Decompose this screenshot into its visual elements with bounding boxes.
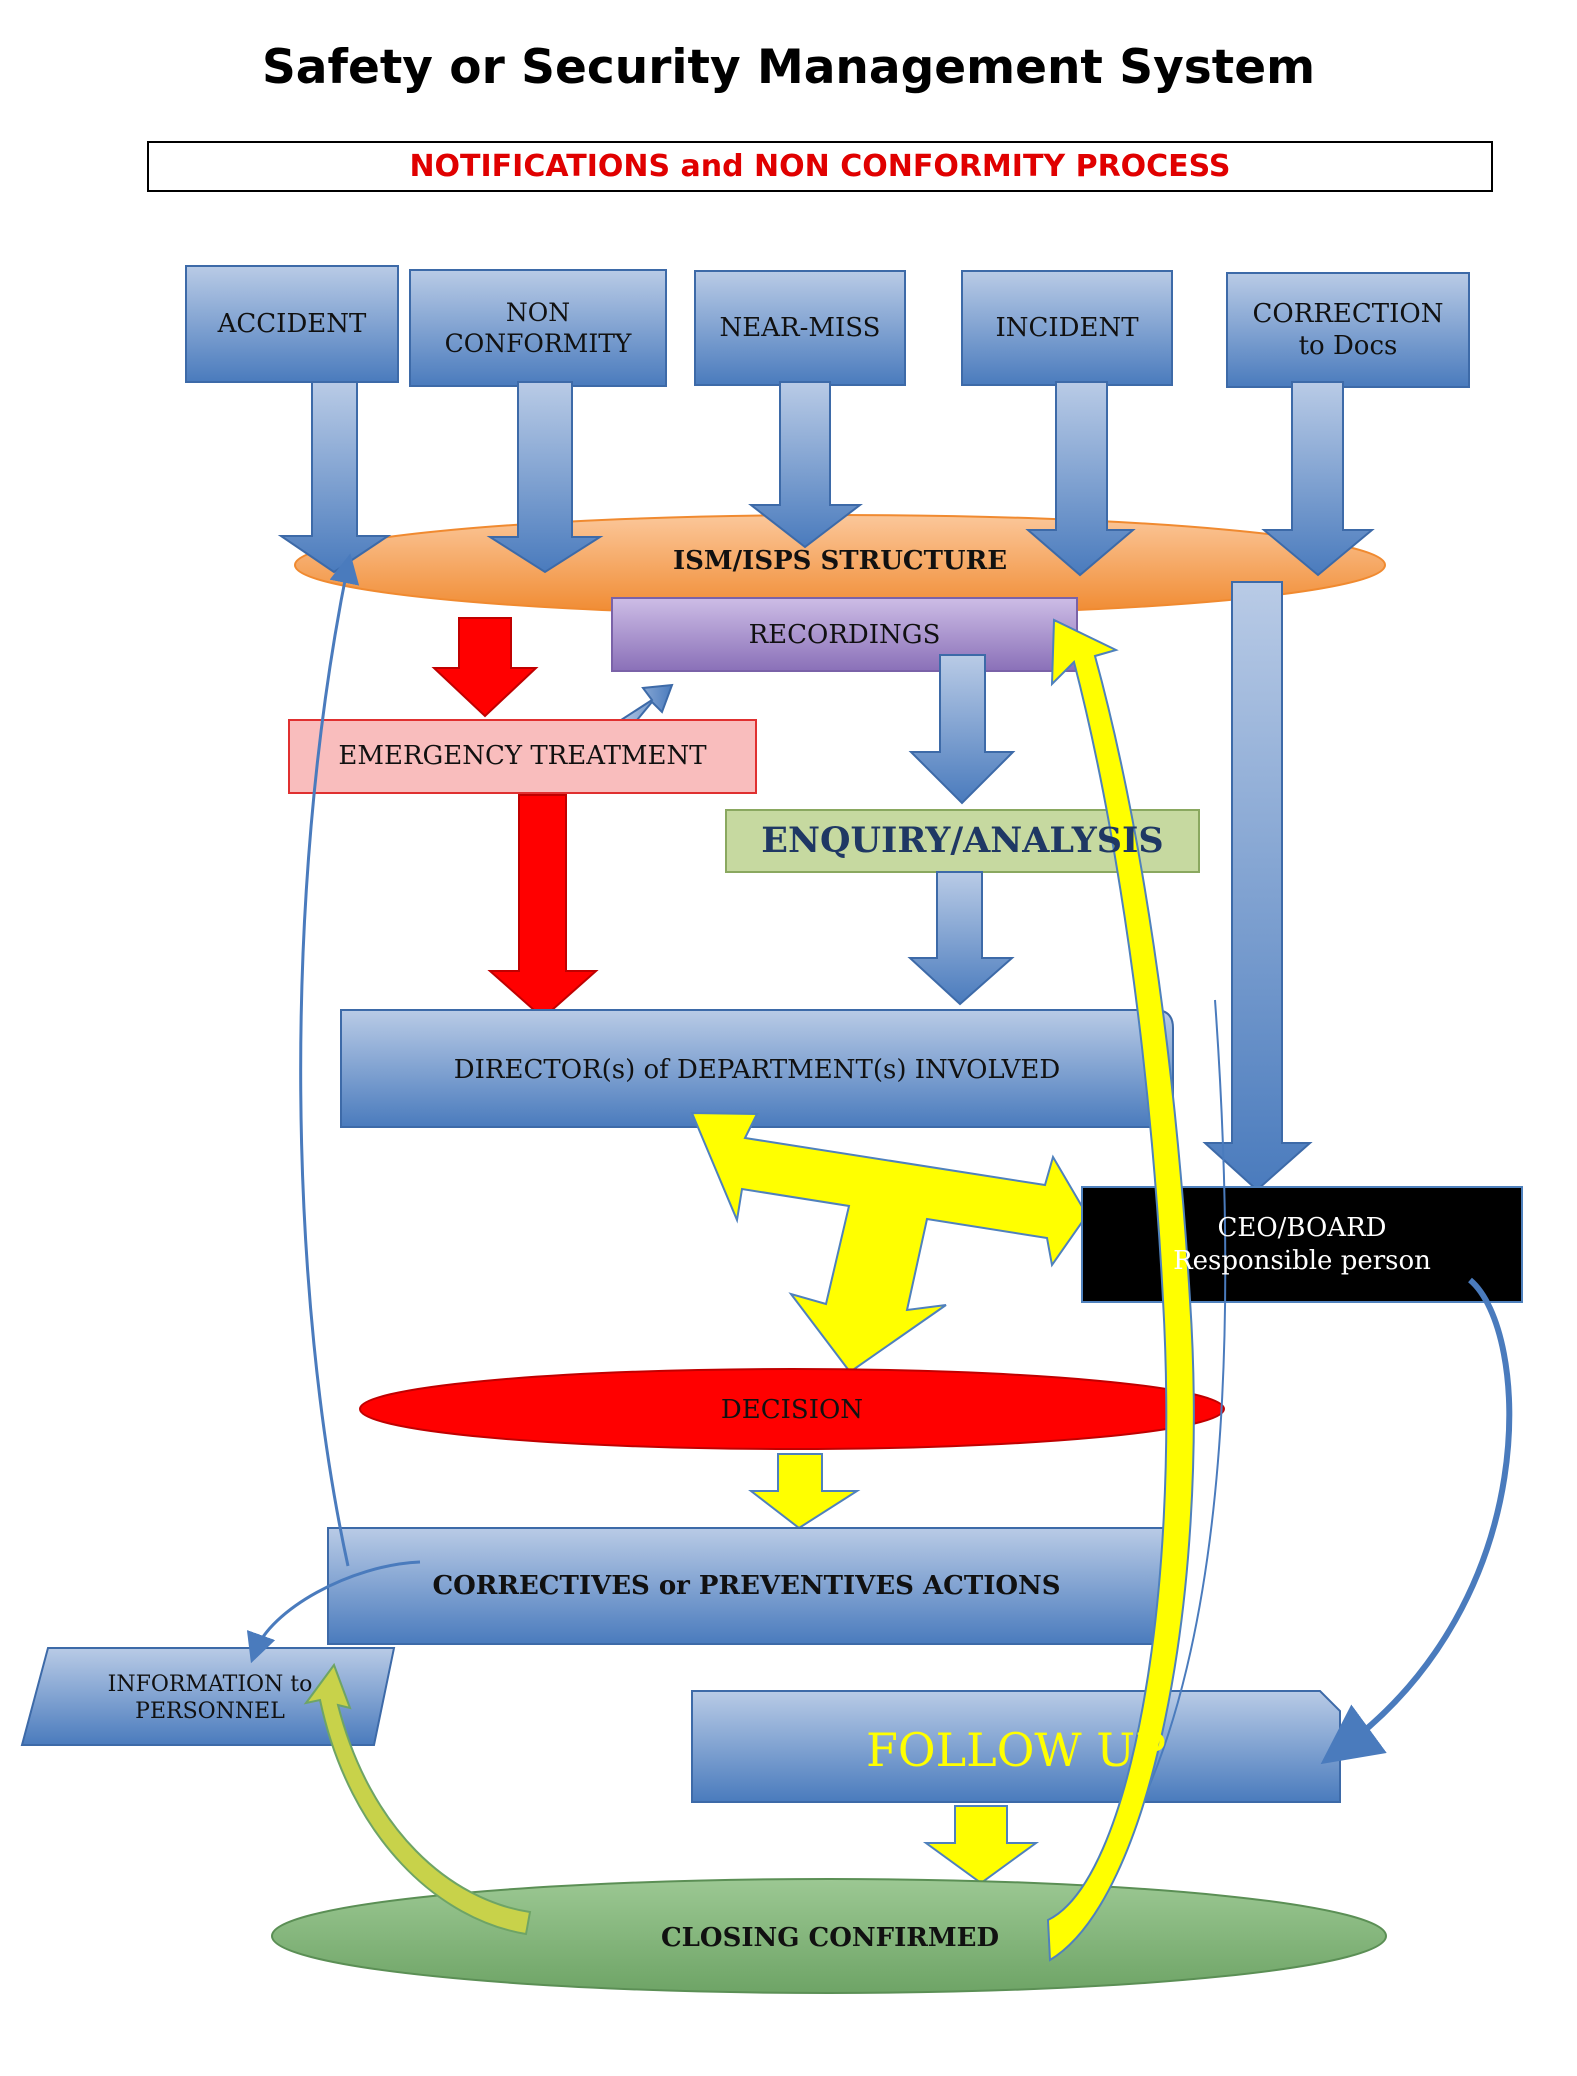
yellow-three-way-arrow [690,1111,1089,1374]
actions-box [327,1527,1166,1645]
closing-label: CLOSING CONFIRMED [660,1922,1000,1953]
non-conformity-label: NON CONFORMITY [444,297,632,358]
correction-label: CORRECTION to Docs [1252,298,1444,362]
correction-box [1226,272,1470,388]
ceo-label: CEO/BOARD Responsible person [1173,1213,1431,1276]
yellow-curve-closing-to-recordings [1046,618,1195,1962]
recordings-box [611,597,1078,672]
decision-label: DECISION [720,1394,864,1425]
ceo-box [1081,1186,1523,1303]
arrow-nearmiss-down [748,381,863,549]
actions-label: CORRECTIVES or PREVENTIVES ACTIONS [432,1570,1061,1601]
arrow-recordings-to-enquiry [908,654,1016,805]
recordings-label: RECORDINGS [748,619,941,650]
emergency-box [288,719,757,794]
closing-ellipse [271,1878,1387,1994]
enquiry-label: ENQUIRY/ANALYSIS [761,820,1164,862]
arrow-red-to-directors [487,794,599,1020]
process-subtitle: NOTIFICATIONS and NON CONFORMITY PROCESS [147,141,1493,192]
arrow-incident-down [1025,381,1136,577]
page-title: Safety or Security Management System [261,40,1316,95]
arrow-red-to-emergency [431,617,539,718]
arrow-to-ceo [1202,581,1313,1192]
information-label: INFORMATION to PERSONNEL [107,1671,313,1725]
emergency-label: EMERGENCY TREATMENT [338,741,707,772]
arrow-accident-down [277,381,392,574]
curve-actions-to-information [246,1560,421,1664]
loop-actions-to-structure [299,553,360,1567]
arrow-follow-to-closing [922,1805,1040,1885]
arrow-nonconformity-down [486,381,604,574]
structure-label: ISM/ISPS STRUCTURE [672,545,1008,576]
curve-ceo-to-followup [1320,1277,1513,1765]
arrow-enquiry-to-directors [907,871,1015,1006]
decision-ellipse [359,1368,1225,1450]
accident-box [185,265,399,383]
curve-closing-to-information [303,1662,532,1936]
near-miss-box [694,270,906,386]
directors-label: DIRECTOR(s) of DEPARTMENT(s) INVOLVED [453,1054,1061,1085]
incident-label: INCIDENT [995,312,1139,343]
near-miss-label: NEAR-MISS [719,312,881,343]
non-conformity-box [409,269,667,387]
follow-up-label: FOLLOW UP [865,1723,1167,1778]
arrow-decision-to-actions [748,1453,861,1530]
arrow-correction-down [1261,381,1375,577]
information-box [20,1647,396,1746]
accident-label: ACCIDENT [217,308,367,339]
